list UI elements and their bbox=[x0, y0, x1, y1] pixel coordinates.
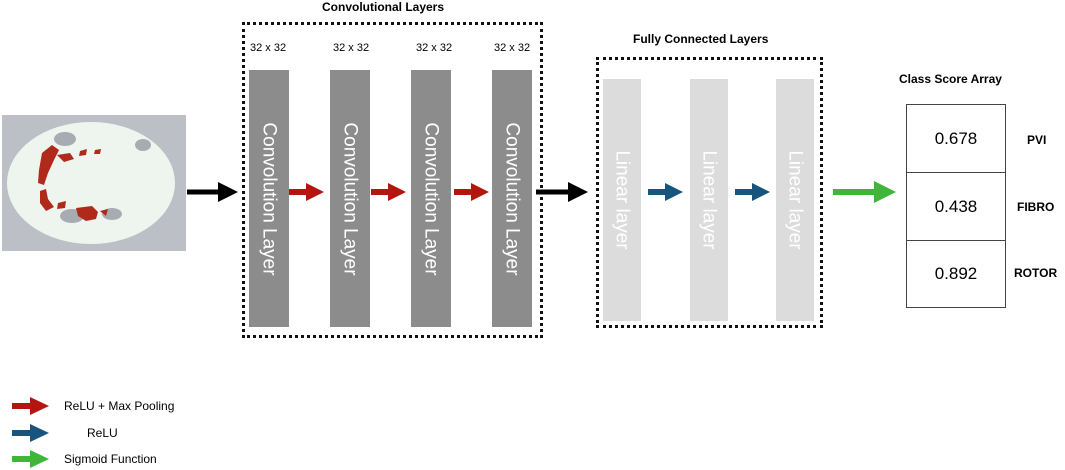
convolution-layer: Convolution Layer bbox=[249, 70, 289, 327]
conv-size-label: 32 x 32 bbox=[416, 42, 453, 54]
score-cell: 0.892 bbox=[934, 264, 978, 283]
score-cell: 0.678 bbox=[907, 105, 1005, 173]
conv-size-label: 32 x 32 bbox=[250, 42, 287, 54]
legend-arrow-relu bbox=[12, 424, 49, 442]
red-arrow bbox=[371, 183, 406, 201]
legend-arrow-sigmoid bbox=[12, 450, 49, 468]
conv-layers-title: Convolutional Layers bbox=[322, 0, 445, 14]
convolution-layer: Convolution Layer bbox=[411, 70, 451, 327]
convolution-layer: Convolution Layer bbox=[330, 70, 370, 327]
conv-layers-group bbox=[242, 22, 543, 338]
score-cell: 0.438 bbox=[907, 173, 1005, 241]
legend-label-sigmoid: Sigmoid Function bbox=[64, 452, 157, 466]
legend-label-relu-maxpool: ReLU + Max Pooling bbox=[64, 399, 175, 413]
fc-layers-group bbox=[596, 57, 823, 328]
convolution-layer: Convolution Layer bbox=[492, 70, 532, 327]
vein-ostium bbox=[54, 132, 76, 146]
class-score-title: Class Score Array bbox=[899, 72, 1002, 86]
blue-arrow bbox=[648, 183, 683, 201]
conv-size-label: 32 x 32 bbox=[333, 42, 370, 54]
legend-label-relu: ReLU bbox=[87, 426, 118, 440]
class-label-fibro: FIBRO bbox=[1017, 200, 1055, 214]
class-label-rotor: ROTOR bbox=[1014, 266, 1058, 280]
red-arrow bbox=[289, 183, 324, 201]
input-image-drawing bbox=[7, 122, 175, 244]
conv-size-label: 32 x 32 bbox=[494, 42, 531, 54]
linear-layer: Linear layer bbox=[776, 79, 814, 321]
class-label-pvi: PVI bbox=[1027, 133, 1047, 147]
blue-arrow bbox=[735, 183, 770, 201]
input-image bbox=[2, 115, 186, 251]
class-score-array: 0.678 0.438 0.892 bbox=[906, 104, 1006, 308]
fc-layers-title: Fully Connected Layers bbox=[633, 32, 769, 46]
green-arrow bbox=[833, 181, 896, 203]
vein-ostium bbox=[135, 139, 151, 151]
linear-layer: Linear layer bbox=[603, 79, 641, 321]
legend-arrow-relu-maxpool bbox=[12, 397, 49, 415]
red-arrow bbox=[454, 183, 489, 201]
linear-layer: Linear layer bbox=[690, 79, 728, 321]
black-arrow bbox=[536, 182, 588, 202]
lesion-regions bbox=[38, 145, 108, 221]
black-arrow bbox=[187, 182, 238, 202]
